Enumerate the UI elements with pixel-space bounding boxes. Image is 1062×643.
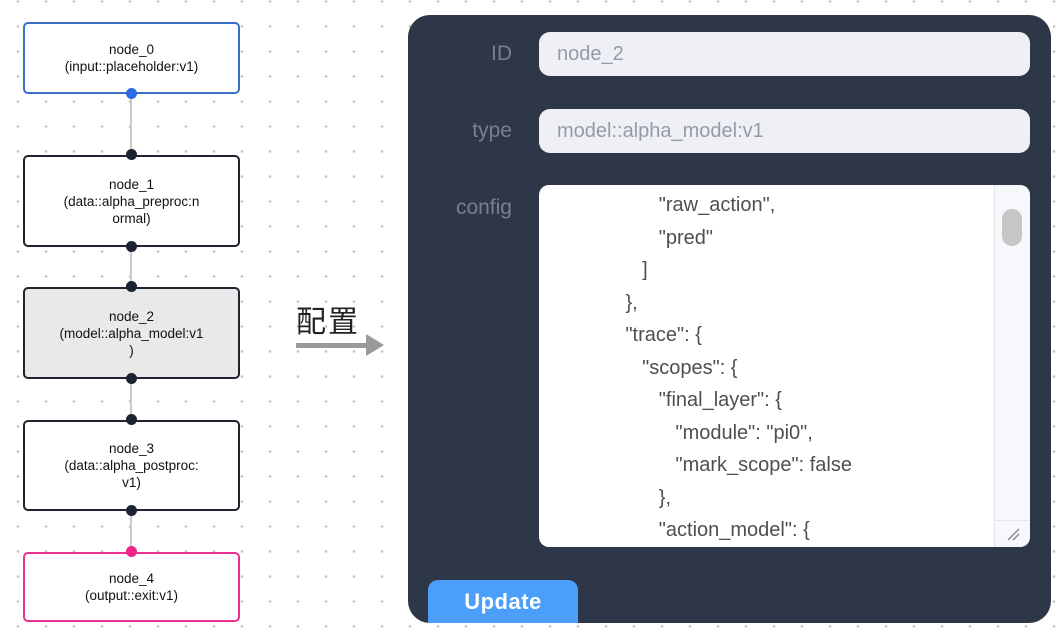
id-input[interactable] xyxy=(539,32,1030,76)
scrollbar-thumb[interactable] xyxy=(1002,209,1022,246)
edge-node1-node2[interactable] xyxy=(130,247,132,287)
graph-node-node_2[interactable]: node_2 (model::alpha_model:v1 ) xyxy=(23,287,240,379)
right-arrow-icon xyxy=(296,334,388,356)
graph-node-node_4[interactable]: node_4 (output::exit:v1) xyxy=(23,552,240,622)
edge-node0-node1[interactable] xyxy=(130,94,132,155)
port-node0-out[interactable] xyxy=(126,88,137,99)
node-subtitle: (data::alpha_postproc: v1) xyxy=(64,458,199,490)
id-field-label: ID xyxy=(491,42,512,65)
port-node1-out[interactable] xyxy=(126,241,137,252)
config-field-label: config xyxy=(455,196,512,219)
node-title: node_1 xyxy=(108,176,155,192)
port-node4-in[interactable] xyxy=(126,546,137,557)
scrollbar-track[interactable] xyxy=(995,185,1030,520)
config-textarea[interactable]: "raw_action", "pred" ] }, "trace": { "sc… xyxy=(539,185,1030,547)
port-node3-in[interactable] xyxy=(126,414,137,425)
node-subtitle: (data::alpha_preproc:n ormal) xyxy=(63,193,200,226)
edge-node3-node4[interactable] xyxy=(130,511,132,552)
node-title: node_3 xyxy=(108,441,155,456)
configure-label: 配置 xyxy=(296,306,360,339)
node-title: node_4 xyxy=(108,571,155,586)
resize-corner[interactable] xyxy=(995,520,1030,547)
node-title: node_2 xyxy=(108,308,155,324)
config-scrollbar xyxy=(994,185,1030,547)
edge-node2-node3[interactable] xyxy=(130,379,132,420)
resize-handle-icon xyxy=(1006,528,1020,541)
graph-node-node_1[interactable]: node_1 (data::alpha_preproc:n ormal) xyxy=(23,155,240,247)
update-button[interactable]: Update xyxy=(428,580,578,623)
config-json-content[interactable]: "raw_action", "pred" ] }, "trace": { "sc… xyxy=(539,185,994,547)
port-node2-in[interactable] xyxy=(126,281,137,292)
port-node3-out[interactable] xyxy=(126,505,137,516)
node-subtitle: (input::placeholder:v1) xyxy=(64,59,199,74)
port-node2-out[interactable] xyxy=(126,373,137,384)
port-node1-in[interactable] xyxy=(126,149,137,160)
type-input[interactable] xyxy=(539,109,1030,153)
graph-node-node_3[interactable]: node_3 (data::alpha_postproc: v1) xyxy=(23,420,240,511)
node-subtitle: (output::exit:v1) xyxy=(84,588,179,603)
node-title: node_0 xyxy=(108,42,155,57)
type-field-label: type xyxy=(472,119,512,142)
node-subtitle: (model::alpha_model:v1 ) xyxy=(59,325,204,358)
config-json-text: "raw_action", "pred" ] }, "trace": { "sc… xyxy=(625,194,852,541)
graph-node-node_0[interactable]: node_0 (input::placeholder:v1) xyxy=(23,22,240,94)
node-config-panel: ID type config "raw_action", "pred" ] },… xyxy=(408,15,1051,623)
